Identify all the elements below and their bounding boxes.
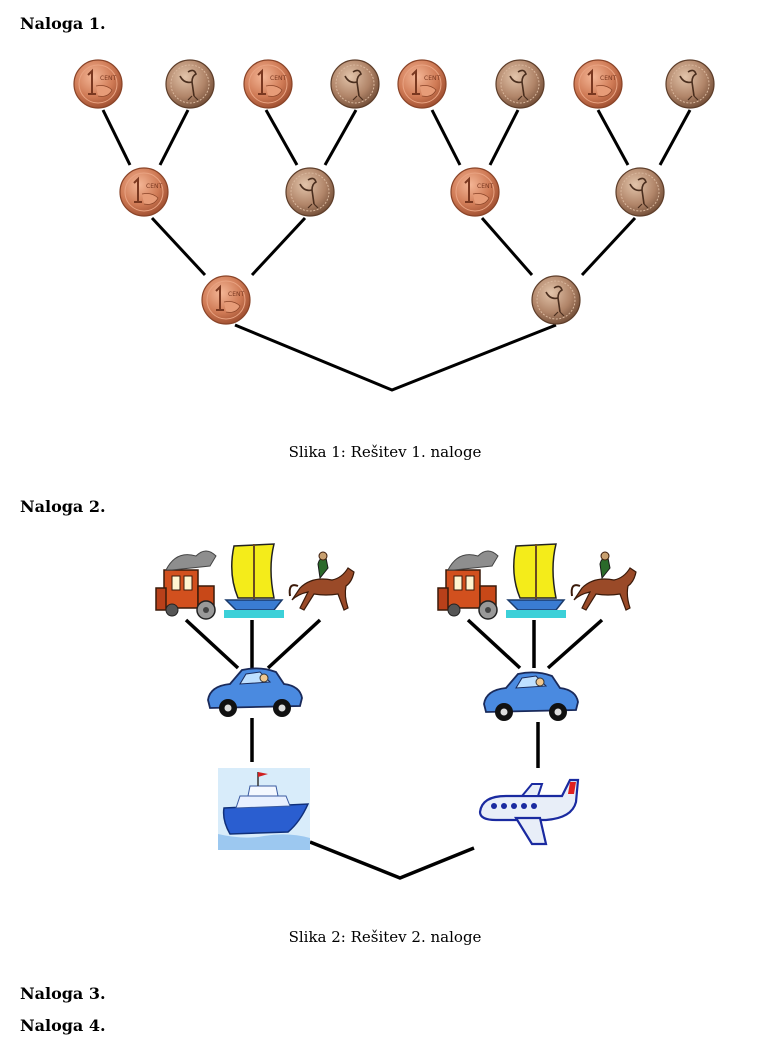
car-icon: [483, 671, 579, 722]
heading-task-2: Naloga 2.: [20, 497, 106, 516]
heading-task-1: Naloga 1.: [20, 14, 106, 33]
coin-tails-icon: [531, 275, 581, 325]
figure-2-caption: Slika 2: Rešitev 2. naloge: [288, 928, 482, 946]
sailboat-icon: [505, 543, 567, 619]
coin-tails-icon: [665, 59, 715, 109]
coin-heads-icon: [573, 59, 623, 109]
coin-tails-icon: [495, 59, 545, 109]
coin-heads-icon: [119, 167, 169, 217]
coin-tails-icon: [285, 167, 335, 217]
airplane-icon: [478, 778, 580, 846]
figure-1-caption: Slika 1: Rešitev 1. naloge: [288, 443, 482, 461]
horse-rider-icon: [570, 551, 637, 611]
coin-heads-icon: [397, 59, 447, 109]
tree-lines-figure2: [184, 618, 604, 880]
sailboat-icon: [223, 543, 285, 619]
coin-heads-icon: [73, 59, 123, 109]
tree-lines-figure1: [101, 109, 692, 392]
horse-rider-icon: [288, 551, 355, 611]
coin-tails-icon: [615, 167, 665, 217]
heading-task-3: Naloga 3.: [20, 984, 106, 1003]
coin-tree-figure: CENT: [73, 59, 715, 392]
heading-task-4: Naloga 4.: [20, 1016, 106, 1035]
coin-heads-icon: [450, 167, 500, 217]
ship-icon: [217, 767, 311, 851]
coin-heads-icon: [243, 59, 293, 109]
car-icon: [207, 667, 303, 718]
coin-tails-icon: [165, 59, 215, 109]
transport-tree-figure: [155, 543, 637, 880]
coin-heads-icon: [201, 275, 251, 325]
train-icon: [437, 550, 499, 620]
train-icon: [155, 550, 217, 620]
coin-tails-icon: [330, 59, 380, 109]
